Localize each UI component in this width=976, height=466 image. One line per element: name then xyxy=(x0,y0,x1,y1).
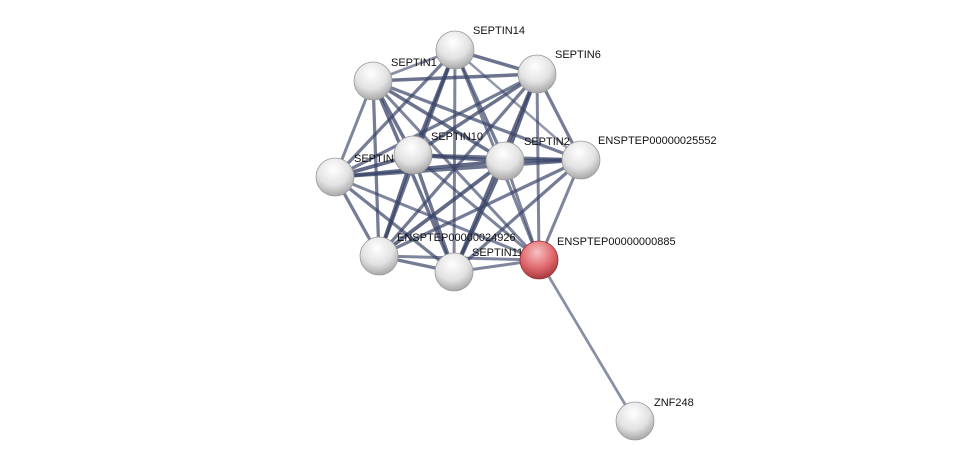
node-label: SEPTIN6 xyxy=(555,49,601,61)
edge-ENSPTEP00000025552-SEPTIN[interactable] xyxy=(334,158,582,179)
edge-SEPTIN1-ENSPTEP00000025552[interactable] xyxy=(372,79,582,162)
node-label: ENSPTEP00000024926 xyxy=(397,232,516,244)
node-ZNF248[interactable] xyxy=(615,401,655,441)
node-label: SEPTIN11 xyxy=(472,247,523,259)
edge-ENSPTEP00000000885-ZNF248[interactable] xyxy=(537,259,637,422)
node-label: SEPTIN2 xyxy=(524,136,570,148)
edge-ENSPTEP00000025552-SEPTIN11[interactable] xyxy=(452,158,583,274)
node-label: SEPTIN10 xyxy=(431,131,483,143)
node-SEPTIN1[interactable] xyxy=(353,61,393,101)
edge-SEPTIN14-SEPTIN11[interactable] xyxy=(452,49,457,273)
edge-SEPTIN10-ENSPTEP00000000885[interactable] xyxy=(412,153,540,262)
edge-SEPTIN1-SEPTIN2[interactable] xyxy=(372,79,506,163)
node-SEPTIN14[interactable] xyxy=(435,30,475,70)
edge-SEPTIN1-SEPTIN11[interactable] xyxy=(371,80,456,273)
node-SEPTIN10[interactable] xyxy=(393,135,433,175)
node-SEPTIN[interactable] xyxy=(315,157,355,197)
node-SEPTIN2[interactable] xyxy=(485,141,525,181)
edge-SEPTIN2-SEPTIN11[interactable] xyxy=(452,160,507,273)
node-label: ENSPTEP00000000885 xyxy=(557,236,676,248)
edge-SEPTIN-ENSPTEP00000000885[interactable] xyxy=(334,175,540,262)
edge-SEPTIN1-ENSPTEP00000000885[interactable] xyxy=(371,79,541,262)
edge-SEPTIN14-ENSPTEP00000025552[interactable] xyxy=(454,49,582,161)
edge-SEPTIN6-ENSPTEP00000000885[interactable] xyxy=(535,73,541,261)
node-label: SEPTIN14 xyxy=(473,25,525,37)
node-ENSPTEP00000000885[interactable] xyxy=(519,240,559,280)
node-label: SEPTIN xyxy=(354,153,394,165)
node-label: ENSPTEP00000025552 xyxy=(598,135,717,147)
edge-SEPTIN14-SEPTIN[interactable] xyxy=(333,48,457,179)
edge-SEPTIN1-ENSPTEP00000024926[interactable] xyxy=(371,80,381,257)
node-label: SEPTIN1 xyxy=(391,57,437,69)
edge-SEPTIN2-ENSPTEP00000024926[interactable] xyxy=(377,159,507,258)
node-ENSPTEP00000025552[interactable] xyxy=(561,140,601,180)
edge-SEPTIN6-SEPTIN1[interactable] xyxy=(372,72,538,83)
node-ENSPTEP00000024926[interactable] xyxy=(359,236,399,276)
node-label: ZNF248 xyxy=(654,397,694,409)
node-SEPTIN6[interactable] xyxy=(517,54,557,94)
edge-SEPTIN6-SEPTIN10[interactable] xyxy=(412,72,538,157)
edge-SEPTIN6-SEPTIN[interactable] xyxy=(334,72,538,179)
node-SEPTIN11[interactable] xyxy=(434,252,474,292)
